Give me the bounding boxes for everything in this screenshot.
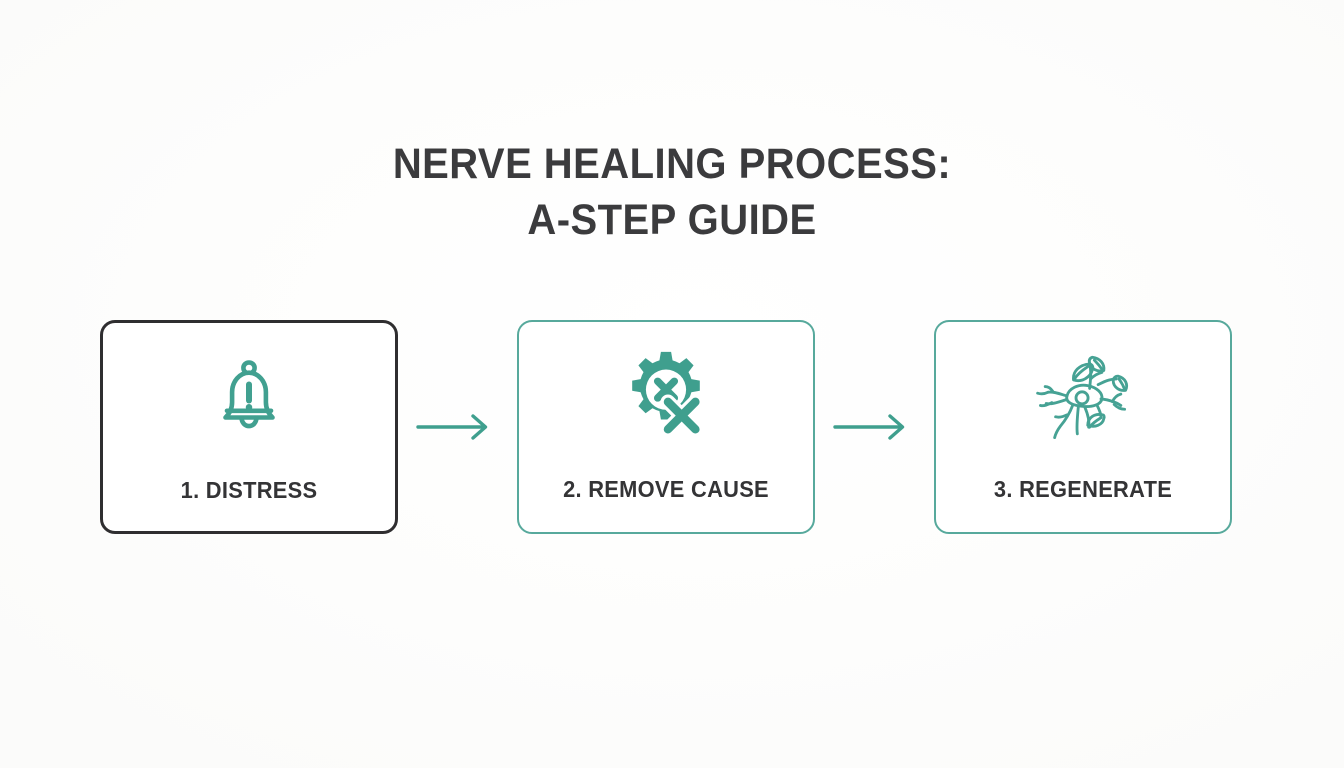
- step-card-regenerate[interactable]: 3. REGENERATE: [934, 320, 1232, 534]
- process-steps-row: 1. DISTRESS: [100, 318, 1232, 536]
- page-title-line-2: A-STEP GUIDE: [527, 196, 817, 244]
- page-title-line-1: NERVE HEALING PROCESS:: [392, 140, 952, 188]
- step-label-regenerate: 3. REGENERATE: [993, 476, 1173, 502]
- step-card-distress[interactable]: 1. DISTRESS: [100, 320, 398, 534]
- bell-alert-icon: [179, 349, 319, 445]
- gear-x-icon: [596, 348, 736, 444]
- step-label-distress: 1. DISTRESS: [180, 477, 318, 503]
- neuron-sprout-icon: [1013, 348, 1153, 444]
- step-card-remove-cause[interactable]: 2. REMOVE CAUSE: [517, 320, 815, 534]
- arrow-right-icon: [410, 410, 506, 444]
- arrow-right-icon: [827, 410, 923, 444]
- page-title: NERVE HEALING PROCESS: A-STEP GUIDE: [0, 136, 1344, 248]
- step-label-remove-cause: 2. REMOVE CAUSE: [563, 476, 769, 502]
